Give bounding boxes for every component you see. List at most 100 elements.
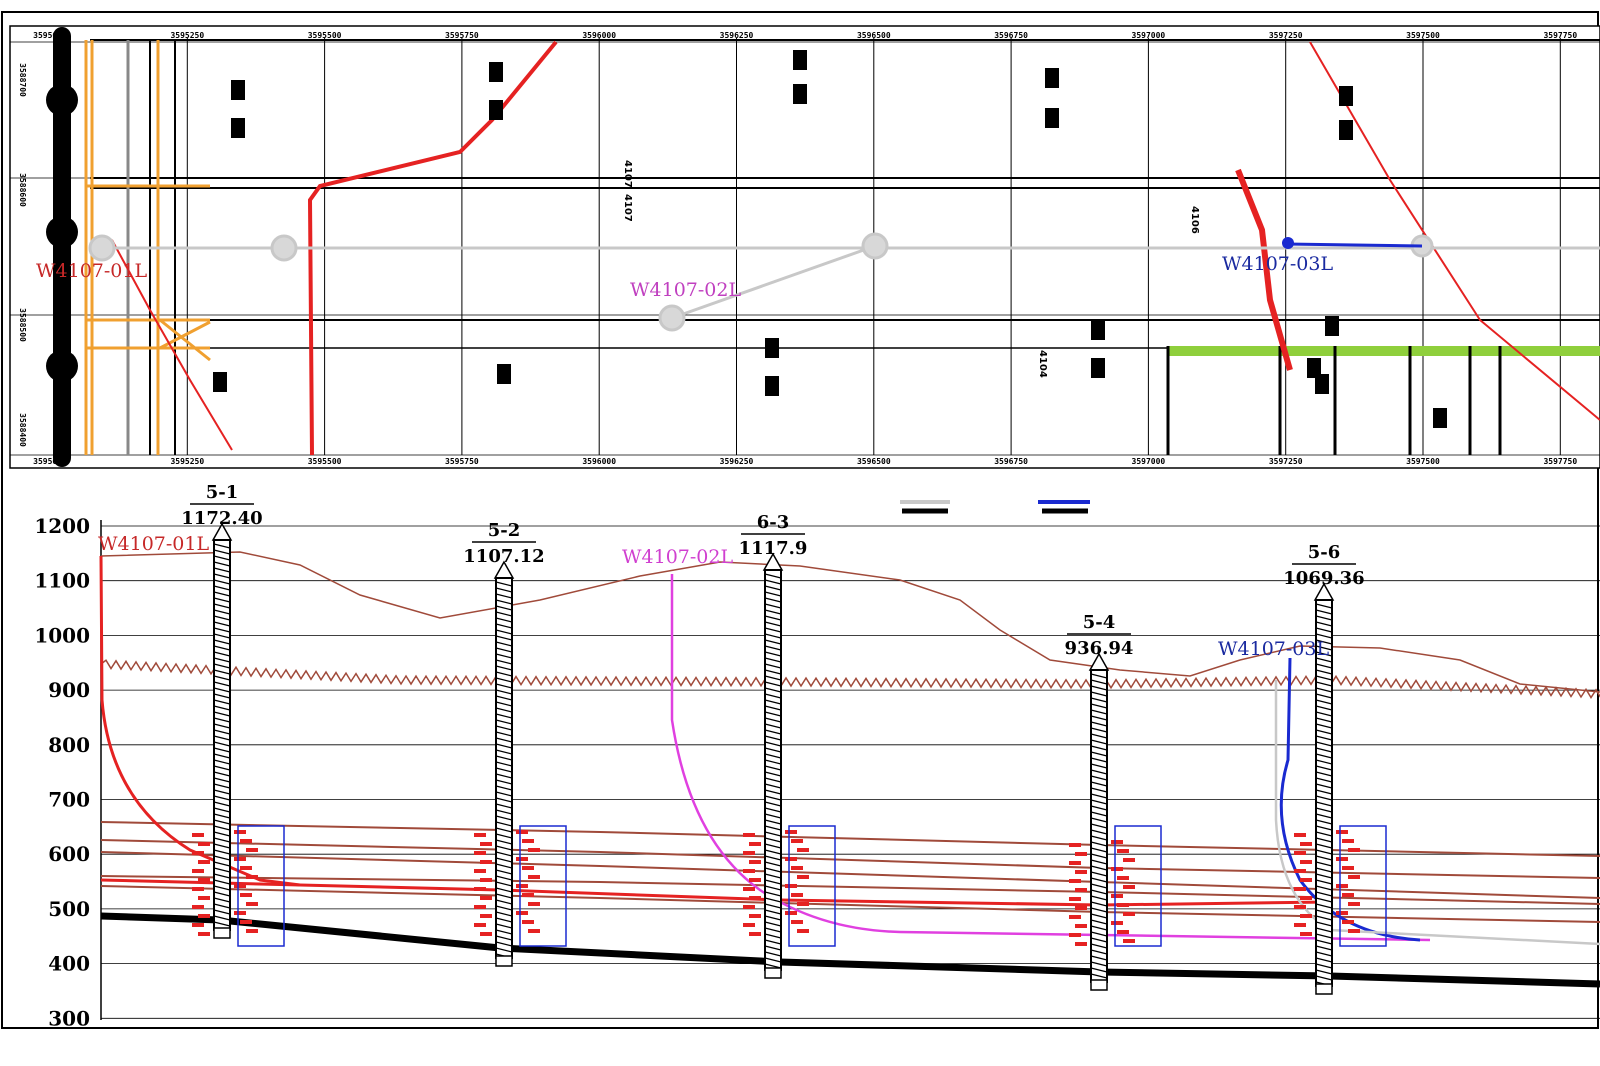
- borehole-base: [764, 967, 782, 979]
- borehole-hatch: [213, 801, 231, 807]
- borehole-hatch: [1315, 729, 1333, 735]
- borehole-hatch: [1315, 735, 1333, 741]
- borehole-hatch: [1315, 813, 1333, 819]
- plan-bottom-coord: 3597750: [1543, 457, 1577, 466]
- borehole-hatch: [1315, 723, 1333, 729]
- equipment-block: [765, 338, 779, 358]
- borehole-hatch: [1315, 669, 1333, 675]
- equipment-block: [765, 376, 779, 396]
- borehole-hatch: [764, 843, 782, 849]
- borehole-hatch: [1090, 883, 1108, 889]
- borehole-hatch: [495, 863, 513, 869]
- borehole-hatch: [764, 765, 782, 771]
- borehole-hatch: [213, 825, 231, 831]
- borehole-hatch: [1315, 783, 1333, 789]
- borehole-seam-mark: [797, 902, 809, 906]
- borehole-hatch: [495, 743, 513, 749]
- borehole-seam-mark: [1123, 858, 1135, 862]
- borehole-hatch: [495, 821, 513, 827]
- borehole-hatch: [213, 633, 231, 639]
- borehole-hatch: [495, 713, 513, 719]
- borehole-hatch: [213, 645, 231, 651]
- borehole-hatch: [495, 611, 513, 617]
- borehole-hatch: [764, 675, 782, 681]
- borehole-seam-mark: [474, 923, 486, 927]
- borehole-interval-box: [1339, 825, 1387, 947]
- borehole-seam-mark: [516, 830, 528, 834]
- borehole-hatch: [764, 699, 782, 705]
- borehole-seam-mark: [1348, 875, 1360, 879]
- borehole-seam-mark: [474, 869, 486, 873]
- borehole-hatch: [213, 597, 231, 603]
- borehole-hatch: [213, 861, 231, 867]
- borehole-hatch: [495, 923, 513, 929]
- borehole-hatch: [1315, 777, 1333, 783]
- borehole-seam-mark: [1348, 848, 1360, 852]
- section-y-tick-label: 500: [48, 897, 90, 921]
- borehole-hatch: [1315, 963, 1333, 969]
- borehole-hatch: [764, 657, 782, 663]
- borehole-seam-mark: [1294, 887, 1306, 891]
- green-strip: [1168, 346, 1600, 356]
- borehole-elevation: 1172.40: [181, 508, 262, 529]
- borehole-seam-mark: [480, 860, 492, 864]
- borehole-hatch: [1090, 811, 1108, 817]
- borehole-hatch: [1090, 673, 1108, 679]
- borehole-hatch: [495, 683, 513, 689]
- plan-top-coord: 3597750: [1543, 31, 1577, 40]
- plan-top-coord: 3595500: [308, 31, 342, 40]
- borehole-hatch: [1090, 895, 1108, 901]
- borehole-hatch: [1315, 765, 1333, 771]
- equipment-block: [489, 62, 503, 82]
- plan-bottom-coord: 3596500: [857, 457, 891, 466]
- plan-left-coord: 3588500: [18, 308, 27, 342]
- borehole-hatch: [764, 639, 782, 645]
- borehole-hatch: [213, 813, 231, 819]
- borehole-hatch: [1315, 657, 1333, 663]
- borehole-seam-mark: [198, 860, 210, 864]
- borehole-hatch: [213, 729, 231, 735]
- borehole-seam-mark: [1069, 843, 1081, 847]
- borehole-hatch: [764, 879, 782, 885]
- borehole-seam-mark: [522, 920, 534, 924]
- plan-vertical-text-4: 4104: [1037, 350, 1048, 378]
- borehole-base: [213, 927, 231, 939]
- borehole-hatch: [764, 933, 782, 939]
- borehole-seam-mark: [1342, 893, 1354, 897]
- plan-bottom-coord: 3595000: [33, 457, 67, 466]
- borehole-hatch: [1315, 939, 1333, 945]
- equipment-block: [1091, 320, 1105, 340]
- borehole-hatch: [213, 807, 231, 813]
- borehole-hatch: [764, 813, 782, 819]
- borehole-hatch: [495, 707, 513, 713]
- equipment-block: [231, 80, 245, 100]
- borehole-hatch: [764, 837, 782, 843]
- borehole-hatch: [764, 729, 782, 735]
- borehole-seam-mark: [1300, 860, 1312, 864]
- borehole-hatch: [495, 623, 513, 629]
- borehole-hatch: [213, 615, 231, 621]
- borehole-seam-mark: [480, 842, 492, 846]
- borehole-hatch: [1315, 819, 1333, 825]
- borehole-hatch: [1315, 975, 1333, 981]
- borehole-hatch: [764, 897, 782, 903]
- borehole-hatch: [1090, 709, 1108, 715]
- borehole-hatch: [495, 671, 513, 677]
- borehole-hatch: [1315, 675, 1333, 681]
- borehole-seam-mark: [198, 842, 210, 846]
- borehole-interval-box: [237, 825, 285, 947]
- borehole-hatch: [1315, 603, 1333, 609]
- borehole-hatch: [495, 833, 513, 839]
- borehole-seam-mark: [749, 860, 761, 864]
- borehole-hatch: [213, 903, 231, 909]
- borehole-seam-mark: [791, 920, 803, 924]
- plan-top-coord: 3597500: [1406, 31, 1440, 40]
- borehole-base: [1315, 983, 1333, 995]
- borehole-seam-mark: [240, 893, 252, 897]
- borehole-hatch: [1315, 609, 1333, 615]
- borehole-hatch: [764, 909, 782, 915]
